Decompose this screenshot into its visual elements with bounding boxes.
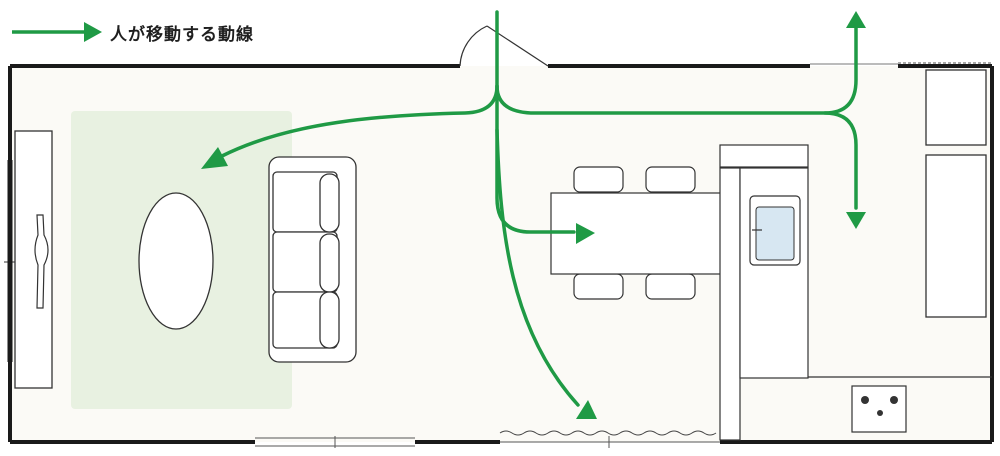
movement-paths [220,10,858,407]
legend-label: 人が移動する動線 [110,24,254,45]
sofa [268,156,357,363]
sink-basin [755,206,795,261]
left-window [4,160,16,362]
arrow-down-icon [846,212,866,229]
walls [8,64,994,444]
back-storage [925,69,987,318]
path-to-bottom [495,128,580,407]
curtain [499,430,717,436]
coffee-table [138,192,214,330]
gas-burner-icon [851,385,907,433]
arrow-right-icon [576,223,595,244]
tv [34,214,49,309]
entrance-door-swing [459,25,488,67]
bottom-window [255,436,415,448]
movement-arrows [201,11,866,419]
legend: 人が移動する動線 [10,18,254,46]
path-to-kitchen-down [823,111,858,210]
arrow-up-icon [846,11,866,28]
arrow-down-icon [576,400,597,419]
arrow-left-icon [201,147,228,169]
path-to-living [220,10,499,158]
arrow-right-icon [12,22,102,42]
